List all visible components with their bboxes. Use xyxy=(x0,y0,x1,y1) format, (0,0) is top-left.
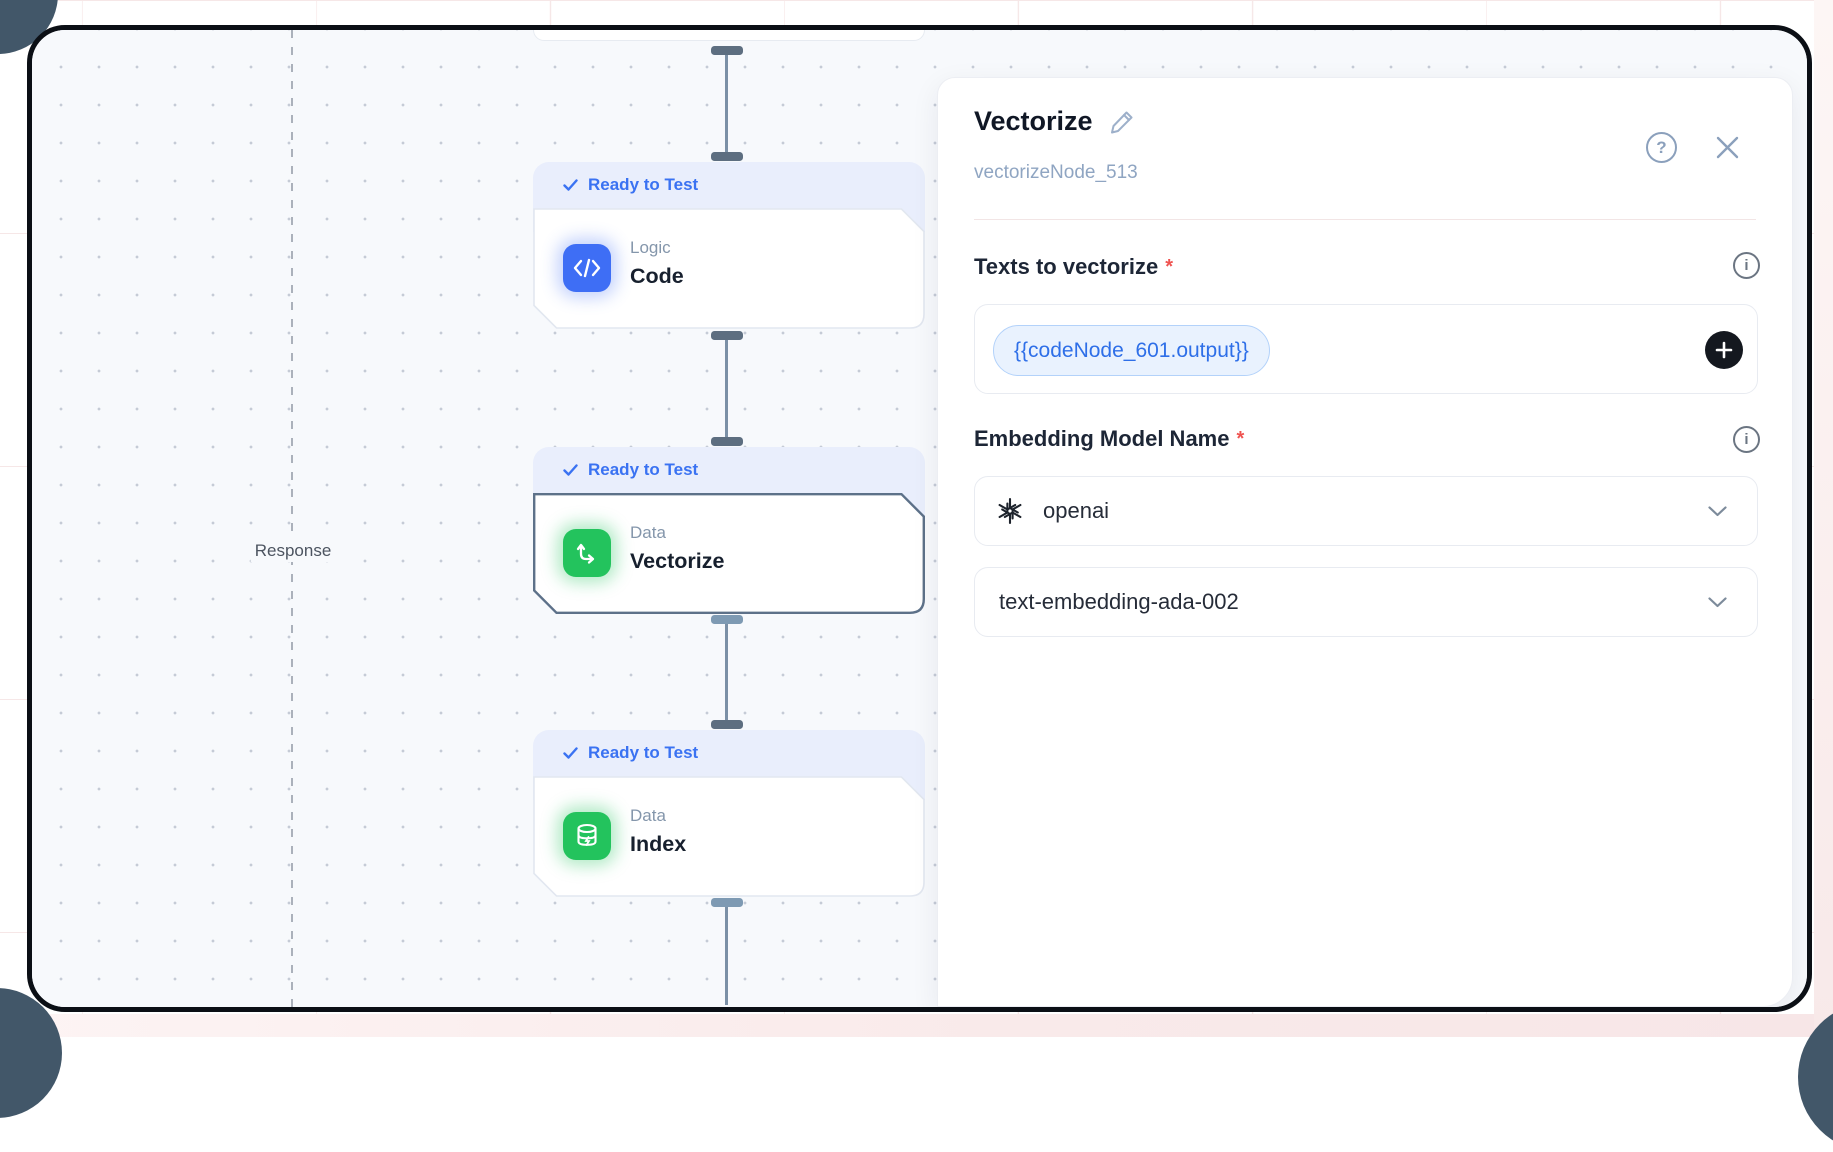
model-select[interactable]: text-embedding-ada-002 xyxy=(974,567,1758,637)
variable-chip[interactable]: {{codeNode_601.output}} xyxy=(993,325,1270,376)
field-label-texts: Texts to vectorize xyxy=(974,254,1159,279)
edit-pencil-icon[interactable] xyxy=(1109,108,1136,135)
node-category: Data xyxy=(630,806,666,825)
connector-handle[interactable] xyxy=(711,437,743,446)
provider-select[interactable]: openai xyxy=(974,476,1758,546)
panel-title: Vectorize xyxy=(974,106,1093,136)
node-id-label: vectorizeNode_513 xyxy=(974,162,1138,183)
info-icon[interactable]: i xyxy=(1733,252,1760,279)
texts-to-vectorize-input[interactable]: {{codeNode_601.output}} xyxy=(974,304,1758,394)
node-index[interactable]: Ready to Test Data Index xyxy=(533,730,925,898)
node-card-selected xyxy=(533,493,925,614)
connector-handle[interactable] xyxy=(711,331,743,340)
page-background-tint xyxy=(1814,0,1833,1037)
openai-logo-icon xyxy=(998,497,1022,525)
required-marker: * xyxy=(1165,255,1174,278)
status-badge-label: Ready to Test xyxy=(588,743,699,762)
status-badge-label: Ready to Test xyxy=(588,460,699,479)
status-badge-label: Ready to Test xyxy=(588,175,699,194)
connector-handle[interactable] xyxy=(711,152,743,161)
node-title: Vectorize xyxy=(630,549,725,573)
app-window: Response Ready to Test xyxy=(27,25,1812,1012)
connector-handle[interactable] xyxy=(711,720,743,729)
node-inspector-panel: Vectorize vectorizeNode_513 ? Tex xyxy=(937,77,1793,1007)
connector-handle[interactable] xyxy=(711,898,743,907)
check-icon xyxy=(563,464,578,476)
node-code[interactable]: Ready to Test Logic Code xyxy=(533,162,925,330)
provider-value: openai xyxy=(1043,498,1110,523)
model-value: text-embedding-ada-002 xyxy=(999,589,1239,614)
vectorize-icon xyxy=(563,529,611,577)
connector-wire xyxy=(725,624,728,720)
connector-wire xyxy=(725,340,728,437)
plus-icon xyxy=(1715,341,1733,359)
node-title: Code xyxy=(630,264,684,288)
field-label-embedding: Embedding Model Name xyxy=(974,426,1230,451)
panel-divider xyxy=(974,219,1756,220)
workflow-canvas[interactable]: Response Ready to Test xyxy=(32,30,1807,1007)
close-icon[interactable] xyxy=(1714,134,1741,161)
node-card-partial[interactable] xyxy=(533,30,925,41)
connector-wire xyxy=(725,55,728,152)
response-boundary-label: Response xyxy=(250,540,336,562)
connector-handle[interactable] xyxy=(711,46,743,55)
connector-wire xyxy=(725,907,728,1005)
node-category: Data xyxy=(630,523,666,542)
check-icon xyxy=(563,747,578,759)
node-card xyxy=(533,776,925,897)
required-marker: * xyxy=(1236,427,1245,450)
node-vectorize[interactable]: Ready to Test Data Vectorize xyxy=(533,447,925,615)
node-category: Logic xyxy=(630,238,671,257)
chevron-down-icon xyxy=(1708,505,1727,516)
chevron-down-icon xyxy=(1708,596,1727,607)
node-title: Index xyxy=(630,832,687,856)
connector-handle[interactable] xyxy=(711,615,743,624)
response-boundary-line xyxy=(291,30,293,1007)
check-icon xyxy=(563,179,578,191)
add-variable-button[interactable] xyxy=(1705,331,1743,369)
index-database-icon xyxy=(563,812,611,860)
info-icon[interactable]: i xyxy=(1733,426,1760,453)
node-card xyxy=(533,208,925,329)
code-icon xyxy=(563,244,611,292)
help-icon[interactable]: ? xyxy=(1646,132,1677,163)
page-background-tint xyxy=(0,1014,1833,1037)
